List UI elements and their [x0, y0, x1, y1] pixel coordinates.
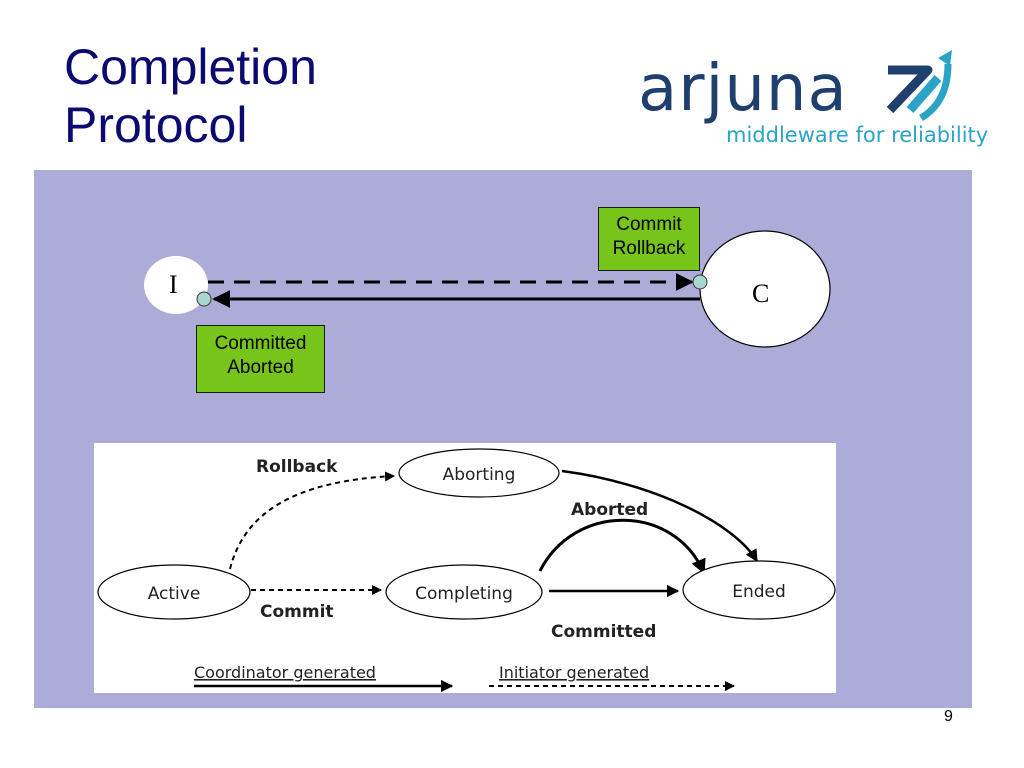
aborted-label: Aborted: [571, 500, 648, 520]
message-aborted: Aborted: [227, 357, 294, 378]
state-machine-panel: Active Aborting Completing Ended Rollbac…: [94, 443, 836, 693]
slide-title-line-1: Completion: [64, 39, 317, 95]
initiator-node: [144, 256, 208, 314]
arjuna-logo: arjuna middleware for reliability: [638, 50, 988, 147]
state-active: [97, 564, 251, 620]
committed-label: Committed: [551, 622, 656, 642]
rollback-label: Rollback: [256, 457, 338, 477]
state-aborting-label: Aborting: [443, 465, 516, 485]
logo-tagline: middleware for reliability: [726, 123, 988, 147]
legend-initiator-label: Initiator generated: [499, 663, 649, 682]
state-completing: [385, 564, 543, 620]
message-commit: Commit: [616, 214, 682, 235]
coordinator-label: C: [752, 279, 770, 308]
initiator-port: [196, 291, 212, 307]
aborting-to-ended-transition: [561, 469, 759, 563]
aborted-transition: [538, 518, 706, 575]
state-ended-label: Ended: [732, 582, 786, 602]
logo-arrow-icon: [886, 50, 952, 122]
slide-title: Completion Protocol: [64, 38, 317, 154]
state-completing-label: Completing: [415, 584, 513, 604]
state-active-label: Active: [148, 584, 201, 604]
commit-label: Commit: [260, 602, 334, 622]
rollback-transition: [229, 471, 395, 570]
coordinator-port: [692, 274, 708, 290]
message-rollback: Rollback: [612, 238, 686, 259]
state-ended: [682, 560, 836, 620]
state-aborting: [398, 448, 560, 498]
logo-wordmark: arjuna: [638, 52, 848, 126]
message-committed: Committed: [214, 333, 307, 354]
slide-title-line-2: Protocol: [64, 97, 248, 153]
initiator-label: I: [169, 270, 178, 299]
commit-rollback-box: Commit Rollback: [598, 207, 700, 271]
state-machine-diagram: Active Aborting Completing Ended Rollbac…: [97, 448, 836, 693]
legend-coordinator-label: Coordinator generated: [194, 663, 376, 682]
committed-aborted-box: Committed Aborted: [196, 325, 325, 393]
page-number: 9: [944, 708, 953, 725]
